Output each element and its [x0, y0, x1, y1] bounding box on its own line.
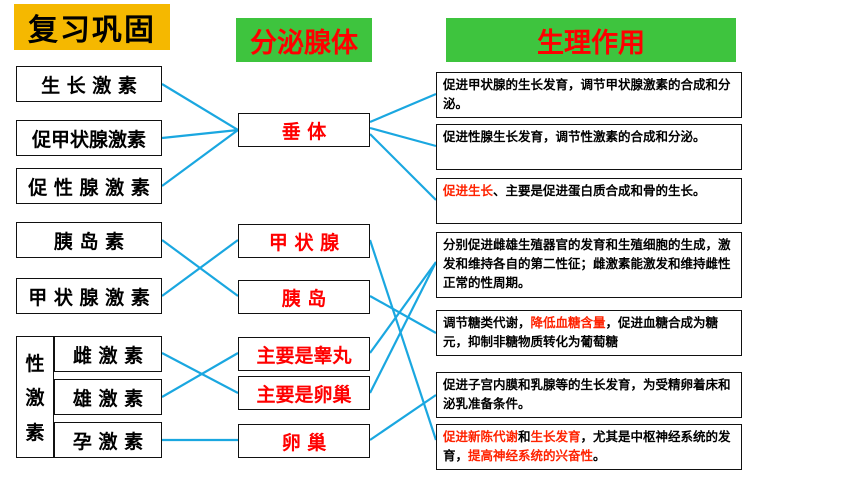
- gland-pancreatic-islet: 胰 岛: [238, 280, 370, 314]
- function-7-text-mid: ，尤其是中枢神经系统的发育，: [443, 429, 731, 463]
- gland-testis: 主要是睾丸: [238, 337, 370, 371]
- link-testis-f4: [369, 261, 437, 354]
- function-box-5: 调节糖类代谢，降低血糖含量，促进血糖合成为糖元，抑制非糖物质转化为葡萄糖: [436, 310, 742, 356]
- link-pituitary-f2: [369, 126, 437, 148]
- function-box-6: 促进子宫内膜和乳腺等的生长发育，为受精卵着床和泌乳准备条件。: [436, 372, 742, 418]
- gland-pituitary: 垂 体: [238, 113, 370, 147]
- hormone-androgen: 雄 激 素: [54, 379, 162, 415]
- hormone-insulin: 胰 岛 素: [16, 222, 162, 258]
- hormone-gonadotropin: 促 性 腺 激 素: [16, 168, 162, 204]
- hormone-thyroxine: 甲 状 腺 激 素: [16, 278, 162, 314]
- function-7-highlight-1: 促进新陈代谢: [443, 429, 519, 444]
- hormone-tsh: 促甲状腺激素: [16, 120, 162, 156]
- gland-ovary: 卵 巢: [238, 424, 370, 458]
- link-islet-f5: [369, 295, 437, 334]
- sex-hormone-group-label: 性 激 素: [16, 336, 54, 458]
- glands-header: 分泌腺体: [236, 18, 372, 62]
- function-3-highlight: 促进生长: [443, 183, 494, 198]
- functions-header: 生理作用: [446, 18, 736, 62]
- link-tsh-pituitary: [161, 128, 239, 140]
- gland-thyroid: 甲 状 腺: [238, 224, 370, 258]
- function-5-text-b: ，促进血糖合成为糖元，抑制非糖物质转化为葡萄糖: [443, 315, 719, 349]
- link-androgen-testis: [161, 352, 239, 398]
- sex-label-1: 性: [25, 352, 45, 375]
- gland-ovary-main: 主要是卵巢: [238, 376, 370, 410]
- function-box-2: 促进性腺生长发育，调节性激素的合成和分泌。: [436, 124, 742, 170]
- link-thyroid-f7: [368, 239, 438, 441]
- link-growth-pituitary: [161, 83, 239, 131]
- link-pituitary-f3: [369, 133, 437, 201]
- function-7-highlight-3: 提高神经系统的兴奋性: [468, 448, 594, 463]
- function-7-highlight-2: 生长发育: [530, 429, 581, 444]
- link-estrogen-ovary-main: [161, 352, 239, 394]
- function-5-highlight: 降低血糖含量: [530, 315, 606, 330]
- link-ovary-main-f4: [369, 261, 437, 394]
- link-gonadotropin-pituitary: [161, 129, 239, 187]
- sex-label-2: 激: [25, 387, 45, 410]
- sex-label-3: 素: [25, 422, 45, 445]
- hormone-growth: 生 长 激 素: [16, 66, 162, 102]
- page-title: 复习巩固: [14, 4, 170, 50]
- function-box-1: 促进甲状腺的生长发育，调节甲状腺激素的合成和分泌。: [436, 72, 742, 118]
- link-thyroxine-thyroid: [161, 239, 239, 297]
- link-ovary-f6: [369, 394, 437, 441]
- function-box-3: 促进生长、主要是促进蛋白质合成和骨的生长。: [436, 178, 742, 224]
- function-box-4: 分别促进雌雄生殖器官的发育和生殖细胞的生成，激发和维持各自的第二性征；雌激素能激…: [436, 232, 742, 298]
- link-pituitary-f1: [369, 92, 437, 124]
- hormone-estrogen: 雌 激 素: [54, 336, 162, 372]
- function-3-text: 、主要是促进蛋白质合成和骨的生长。: [493, 183, 706, 198]
- function-7-and: 和: [518, 429, 531, 444]
- hormone-progesterone: 孕 激 素: [54, 422, 162, 458]
- function-7-text-end: 。: [593, 448, 606, 463]
- function-5-text-a: 调节糖类代谢，: [443, 315, 531, 330]
- function-box-7: 促进新陈代谢和生长发育，尤其是中枢神经系统的发育，提高神经系统的兴奋性。: [436, 424, 742, 470]
